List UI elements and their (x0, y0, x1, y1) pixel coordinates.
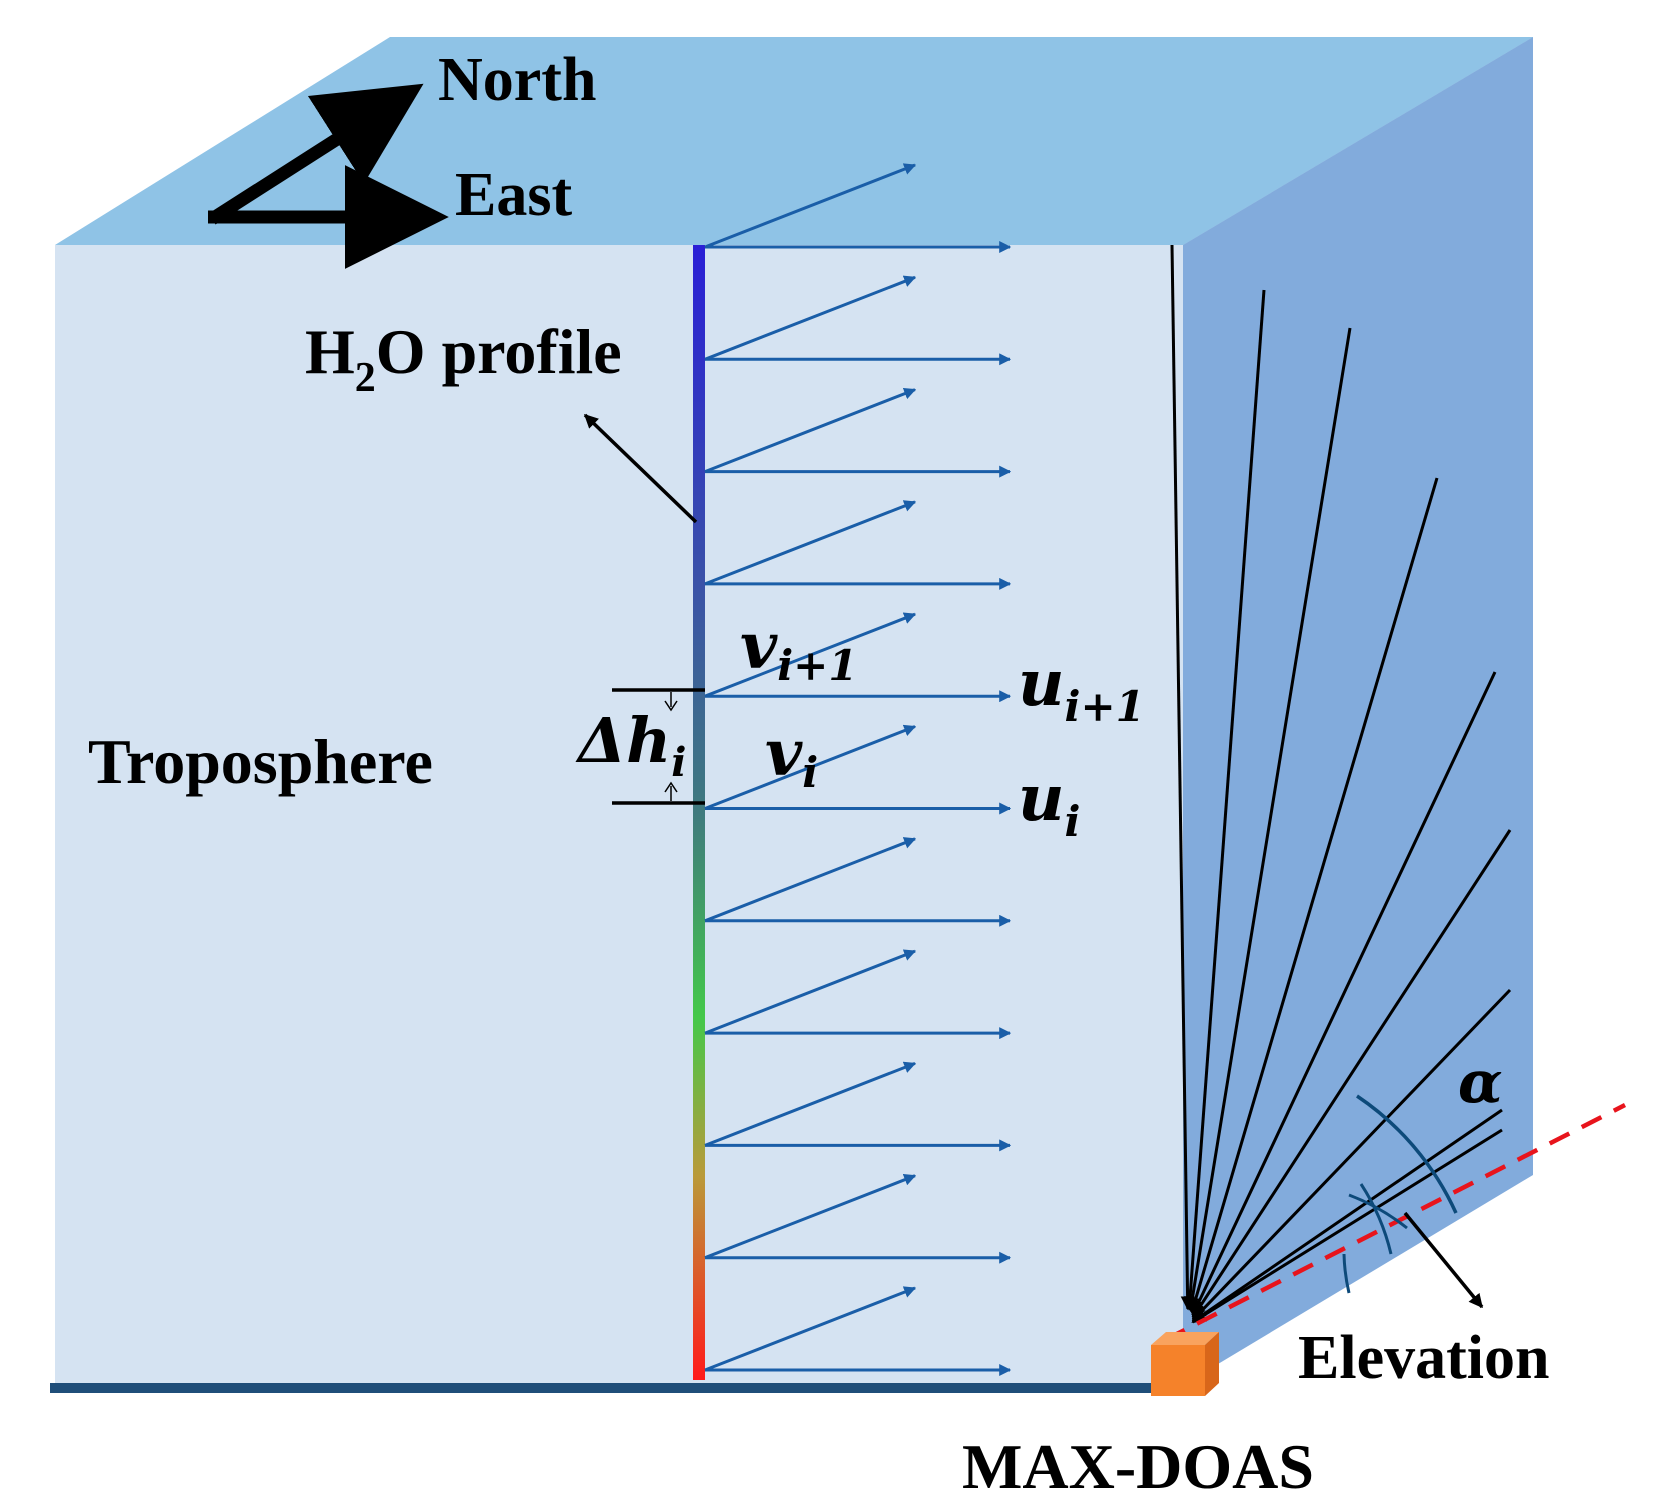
alpha-label: α (1458, 1048, 1503, 1116)
wind-vector-icon (704, 1174, 917, 1260)
wind-vector-icon (704, 1286, 917, 1372)
layer-top-tick-head (664, 700, 678, 712)
box-front-face (55, 245, 1183, 1385)
elevation-angle-arcs (1342, 1094, 1458, 1294)
north-label: North (438, 46, 596, 114)
ground-line (50, 1383, 1188, 1393)
layer-thickness-marker: Δhi (575, 688, 705, 805)
east-label: East (455, 161, 572, 229)
delta-h-label: Δhi (575, 704, 686, 786)
horizon-line (1163, 1102, 1627, 1343)
box-side-face (1183, 37, 1533, 1385)
troposphere-label: Troposphere (88, 726, 433, 797)
angle-arc-1 (1342, 1253, 1351, 1294)
viewing-direction-line (1183, 289, 1266, 1311)
viewing-direction-line (1191, 1128, 1503, 1324)
layer-bottom-tick-head (664, 781, 678, 793)
compass: North East (208, 46, 596, 269)
wind-vector-icon (704, 500, 917, 586)
wind-vector-icon (704, 724, 917, 810)
viewing-direction-line (1191, 671, 1497, 1317)
wind-vector-icon (704, 1061, 917, 1147)
v-lower-label: vi (765, 716, 818, 797)
u-upper-label: ui+1 (1018, 646, 1145, 731)
viewing-directions (1170, 244, 1512, 1324)
v-upper-label: vi+1 (740, 609, 858, 690)
h2o-profile-label: H2O profile (305, 316, 622, 401)
angle-arc-2 (1359, 1183, 1393, 1255)
viewing-direction-line (1188, 477, 1439, 1314)
viewing-direction-line (1191, 1108, 1503, 1324)
wind-vectors (704, 163, 1012, 1376)
viewing-direction-line (1191, 829, 1512, 1319)
elevation-pointer (1403, 1211, 1484, 1309)
wind-vector-icon (704, 612, 917, 698)
viewing-direction-line (1185, 327, 1352, 1312)
wind-vector-icon (704, 949, 917, 1035)
viewing-direction-line (1170, 244, 1195, 1311)
angle-arc-3 (1348, 1193, 1408, 1230)
north-arrow-icon (208, 83, 424, 225)
instrument-box-icon (1151, 1332, 1219, 1396)
h2o-profile-pointer (583, 413, 698, 524)
wind-vector-icon (704, 163, 917, 249)
elevation-label: Elevation (1298, 1324, 1549, 1392)
wind-vector-icon (704, 275, 917, 361)
instrument-label: MAX-DOAS (962, 1431, 1314, 1502)
wind-vector-icon (704, 837, 917, 923)
viewing-direction-line (1191, 988, 1512, 1322)
angle-arc-alpha (1356, 1094, 1458, 1214)
h2o-profile-bar (693, 245, 705, 1380)
wind-vector-icon (704, 387, 917, 473)
u-lower-label: ui (1018, 761, 1081, 846)
